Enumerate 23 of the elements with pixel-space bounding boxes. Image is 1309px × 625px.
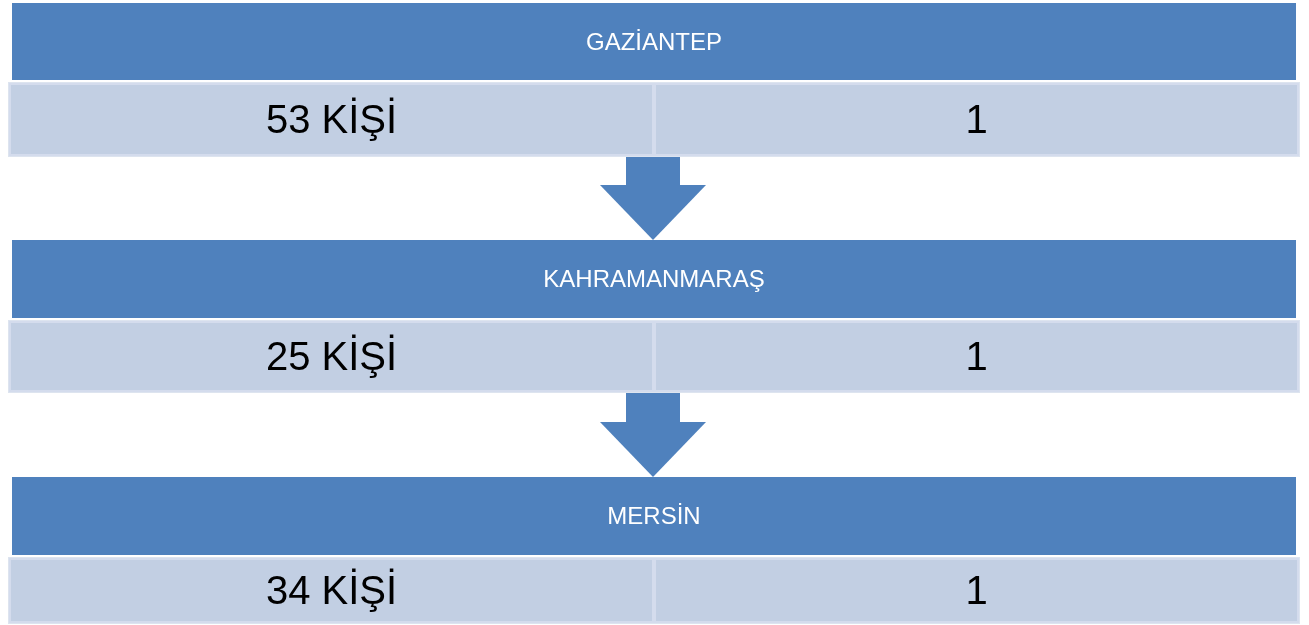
city-name: GAZİANTEP [586, 27, 722, 56]
table-cell [9, 83, 654, 156]
table-row [8, 82, 1300, 157]
city-header-band [12, 240, 1296, 318]
city-header-band [12, 3, 1296, 80]
table-row [8, 557, 1300, 624]
cell-text: 1 [965, 334, 988, 379]
cell-text: 53 KİŞİ [265, 97, 398, 142]
table-row [8, 320, 1300, 393]
table-cell [9, 321, 654, 392]
city-header-band [12, 477, 1296, 555]
cell-text: 34 KİŞİ [265, 568, 398, 613]
table-cell [654, 321, 1299, 392]
cell-text: 25 KİŞİ [265, 334, 398, 379]
city-name: KAHRAMANMARAŞ [543, 265, 765, 293]
cell-text: 1 [965, 568, 988, 613]
block-arrow [600, 157, 706, 240]
table-cell [654, 83, 1299, 156]
table-cell [9, 558, 654, 623]
cell-text: 1 [965, 97, 988, 142]
city-name: MERSİN [607, 502, 701, 530]
table-cell [654, 558, 1299, 623]
block-arrow [600, 393, 706, 477]
